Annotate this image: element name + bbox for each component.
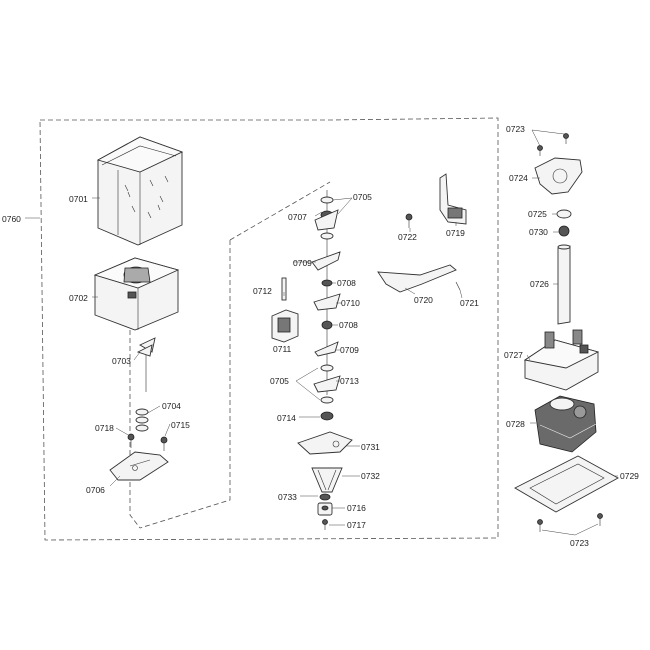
- part-0731-cutter: [297, 431, 353, 455]
- part-0721-screw: [455, 281, 461, 291]
- part-0702-auger-housing: [93, 257, 180, 331]
- label-0708-bottom: 0708: [339, 320, 358, 330]
- label-0707: 0707: [288, 212, 307, 222]
- label-0701: 0701: [69, 194, 88, 204]
- part-0717-screw: [322, 519, 328, 530]
- label-0726: 0726: [530, 279, 549, 289]
- label-0717: 0717: [347, 520, 366, 530]
- label-0719: 0719: [446, 228, 465, 238]
- label-0702: 0702: [69, 293, 88, 303]
- label-0721: 0721: [460, 298, 479, 308]
- part-0732-blade: [311, 467, 343, 493]
- part-0733-washer: [319, 493, 331, 501]
- label-0714: 0714: [277, 413, 296, 423]
- part-0701-ice-bucket: [96, 136, 184, 246]
- part-0704-nuts: [135, 408, 149, 432]
- label-0720: 0720: [414, 295, 433, 305]
- label-0705-top: 0705: [353, 192, 372, 202]
- part-0715-screw: [160, 436, 168, 451]
- part-0718-screw: [127, 433, 135, 448]
- label-0709-top: 0709: [293, 258, 312, 268]
- label-0760: 0760: [2, 214, 21, 224]
- assembly-boundary: [25, 117, 499, 541]
- part-0716-bushing: [317, 502, 333, 516]
- part-0723-screws-top: [537, 133, 569, 156]
- label-0710: 0710: [341, 298, 360, 308]
- part-0719-bracket: [439, 173, 467, 225]
- label-0715: 0715: [171, 420, 190, 430]
- part-0723-screws-bottom: [537, 513, 603, 532]
- part-labels: 0760 0701 0702 0703 0704 0718 0715 0706 …: [2, 124, 639, 548]
- label-0711: 0711: [273, 344, 292, 354]
- label-0728: 0728: [506, 419, 525, 429]
- label-0723-bottom: 0723: [570, 538, 589, 548]
- part-0720-arm: [377, 264, 457, 293]
- part-0712-pin: [281, 277, 287, 301]
- part-0726-rod: [557, 244, 571, 325]
- part-0728-gear-motor: [534, 395, 597, 453]
- part-center-shaft-stack: [311, 190, 341, 421]
- label-0703: 0703: [112, 356, 131, 366]
- label-0709-bottom: 0709: [340, 345, 359, 355]
- label-0731: 0731: [361, 442, 380, 452]
- part-0706-bracket: [109, 451, 169, 481]
- part-0729-gasket: [514, 455, 619, 513]
- label-0718: 0718: [95, 423, 114, 433]
- part-0703-auger-blade: [136, 337, 156, 392]
- label-0706: 0706: [86, 485, 105, 495]
- part-0722-screw: [405, 213, 413, 228]
- label-0712: 0712: [253, 286, 272, 296]
- label-0724: 0724: [509, 173, 528, 183]
- part-0724-motor-mount: [534, 157, 583, 195]
- part-0727-motor-housing: [523, 329, 600, 391]
- label-0725: 0725: [528, 209, 547, 219]
- label-0713: 0713: [340, 376, 359, 386]
- label-0729: 0729: [620, 471, 639, 481]
- label-0722: 0722: [398, 232, 417, 242]
- label-0705-bottom: 0705: [270, 376, 289, 386]
- label-0704: 0704: [162, 401, 181, 411]
- label-0708-top: 0708: [337, 278, 356, 288]
- part-0725-ring: [556, 209, 572, 219]
- label-0733: 0733: [278, 492, 297, 502]
- label-0727: 0727: [504, 350, 523, 360]
- part-0730-bushing: [558, 225, 570, 237]
- part-0711-block: [271, 309, 299, 343]
- label-0716: 0716: [347, 503, 366, 513]
- label-0732: 0732: [361, 471, 380, 481]
- label-0730: 0730: [529, 227, 548, 237]
- label-0723-top: 0723: [506, 124, 525, 134]
- leader-lines: [92, 129, 618, 536]
